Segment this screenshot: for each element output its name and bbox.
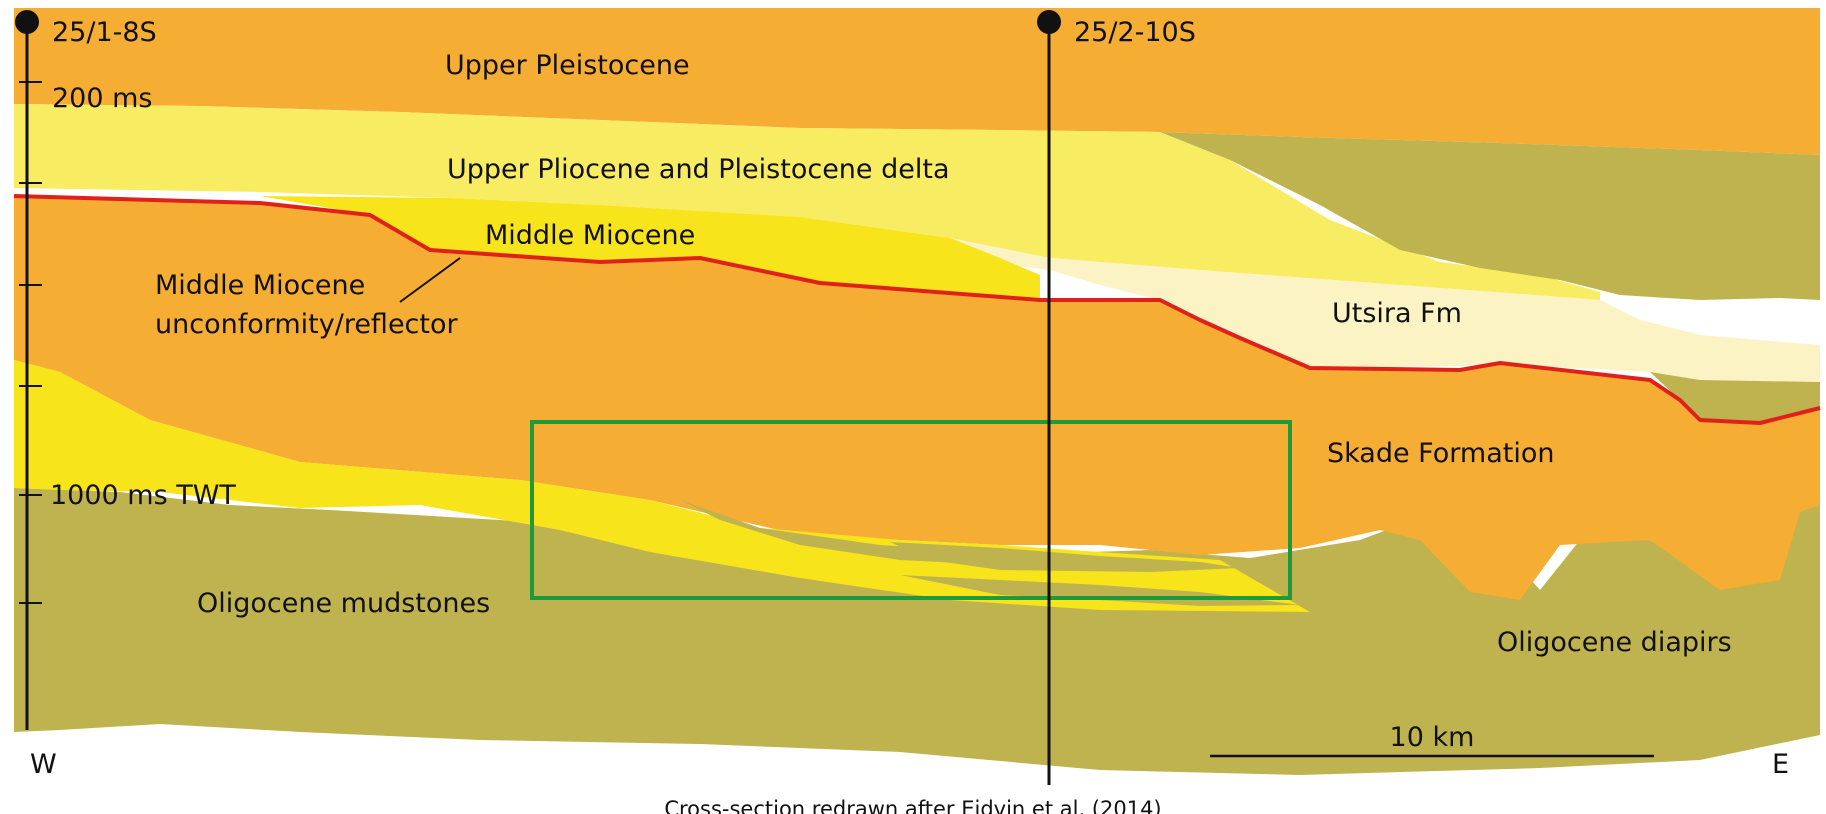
unconformity-leader-line — [399, 257, 461, 303]
olive-wedge-unit — [1160, 132, 1820, 300]
well-label: 25/2-10S — [1074, 17, 1196, 48]
label-unconformity-line1: Middle Miocene — [155, 270, 365, 301]
time-label-200ms: 200 ms — [52, 83, 153, 114]
middle-miocene-unit — [260, 196, 1040, 300]
olive-sliver-2 — [890, 542, 1240, 572]
utsira-unit — [500, 200, 1820, 382]
oligocene-mudstones-unit — [14, 488, 1820, 775]
label-middle-miocene: Middle Miocene — [485, 220, 695, 251]
figure-caption: Cross-section redrawn after Eidvin et al… — [664, 797, 1161, 814]
time-label-1000ms: 1000 ms TWT — [50, 480, 236, 511]
label-skade: Skade Formation — [1327, 438, 1554, 469]
orientation-east: E — [1772, 749, 1789, 780]
middle-miocene-unconformity-line — [13, 194, 1821, 425]
upper-pleistocene-unit — [14, 8, 1820, 155]
scale-bar-label: 10 km — [1390, 722, 1475, 753]
skade-formation-unit — [14, 196, 1820, 600]
focus-area-box — [530, 420, 1292, 600]
label-utsira: Utsira Fm — [1332, 298, 1462, 329]
well-25-2-10s: 25/2-10S — [1037, 10, 1196, 785]
label-upper-pleistocene: Upper Pleistocene — [445, 50, 690, 81]
label-pliocene-delta: Upper Pliocene and Pleistocene delta — [447, 154, 950, 185]
well-label: 25/1-8S — [52, 17, 157, 48]
well-head-icon — [15, 10, 39, 34]
label-oligocene-mudstones: Oligocene mudstones — [197, 588, 490, 619]
well-25-1-8s: 25/1-8S — [15, 10, 157, 730]
well-head-icon — [1037, 10, 1061, 34]
label-unconformity-line2: unconformity/reflector — [155, 309, 459, 340]
scale-bar: 10 km — [1210, 722, 1654, 758]
pliocene-delta-unit — [14, 104, 1600, 300]
label-oligocene-diapirs: Oligocene diapirs — [1497, 627, 1732, 658]
orientation-west: W — [30, 749, 57, 780]
